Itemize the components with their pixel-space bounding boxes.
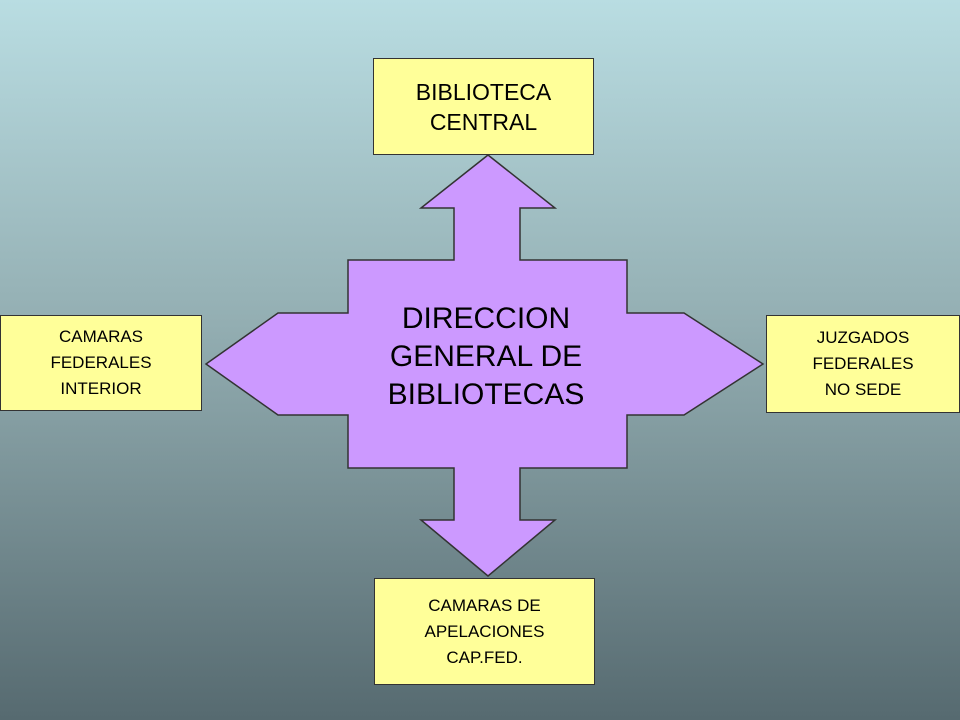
box-right-line-2: FEDERALES	[812, 354, 914, 373]
box-biblioteca-central: BIBLIOTECA CENTRAL	[373, 58, 594, 155]
box-left-line-1: CAMARAS	[58, 327, 144, 346]
box-bottom-line-2: APELACIONES	[424, 621, 545, 641]
box-bottom-line-1: CAMARAS DE	[428, 595, 541, 615]
hub-shape	[204, 154, 765, 577]
box-top-line-1: BIBLIOTECA	[415, 78, 552, 105]
box-bottom-line-3: CAP.FED.	[446, 647, 523, 667]
center-label: DIRECCION GENERAL DE BIBLIOTECAS	[348, 300, 624, 414]
box-camaras-de-apelaciones: CAMARAS DE APELACIONES CAP.FED.	[374, 578, 595, 685]
box-juzgados-federales-no-sede: JUZGADOS FEDERALES NO SEDE	[766, 315, 960, 413]
box-right-line-1: JUZGADOS	[816, 328, 910, 347]
center-label-line-3: BIBLIOTECAS	[387, 378, 585, 411]
center-label-line-2: GENERAL DE	[389, 340, 583, 373]
box-right-line-3: NO SEDE	[824, 380, 902, 399]
center-label-line-1: DIRECCION	[401, 302, 571, 335]
box-camaras-federales-interior: CAMARAS FEDERALES INTERIOR	[0, 315, 202, 411]
box-left-line-3: INTERIOR	[60, 379, 142, 398]
box-top-line-2: CENTRAL	[429, 108, 538, 135]
box-left-line-2: FEDERALES	[50, 353, 152, 372]
